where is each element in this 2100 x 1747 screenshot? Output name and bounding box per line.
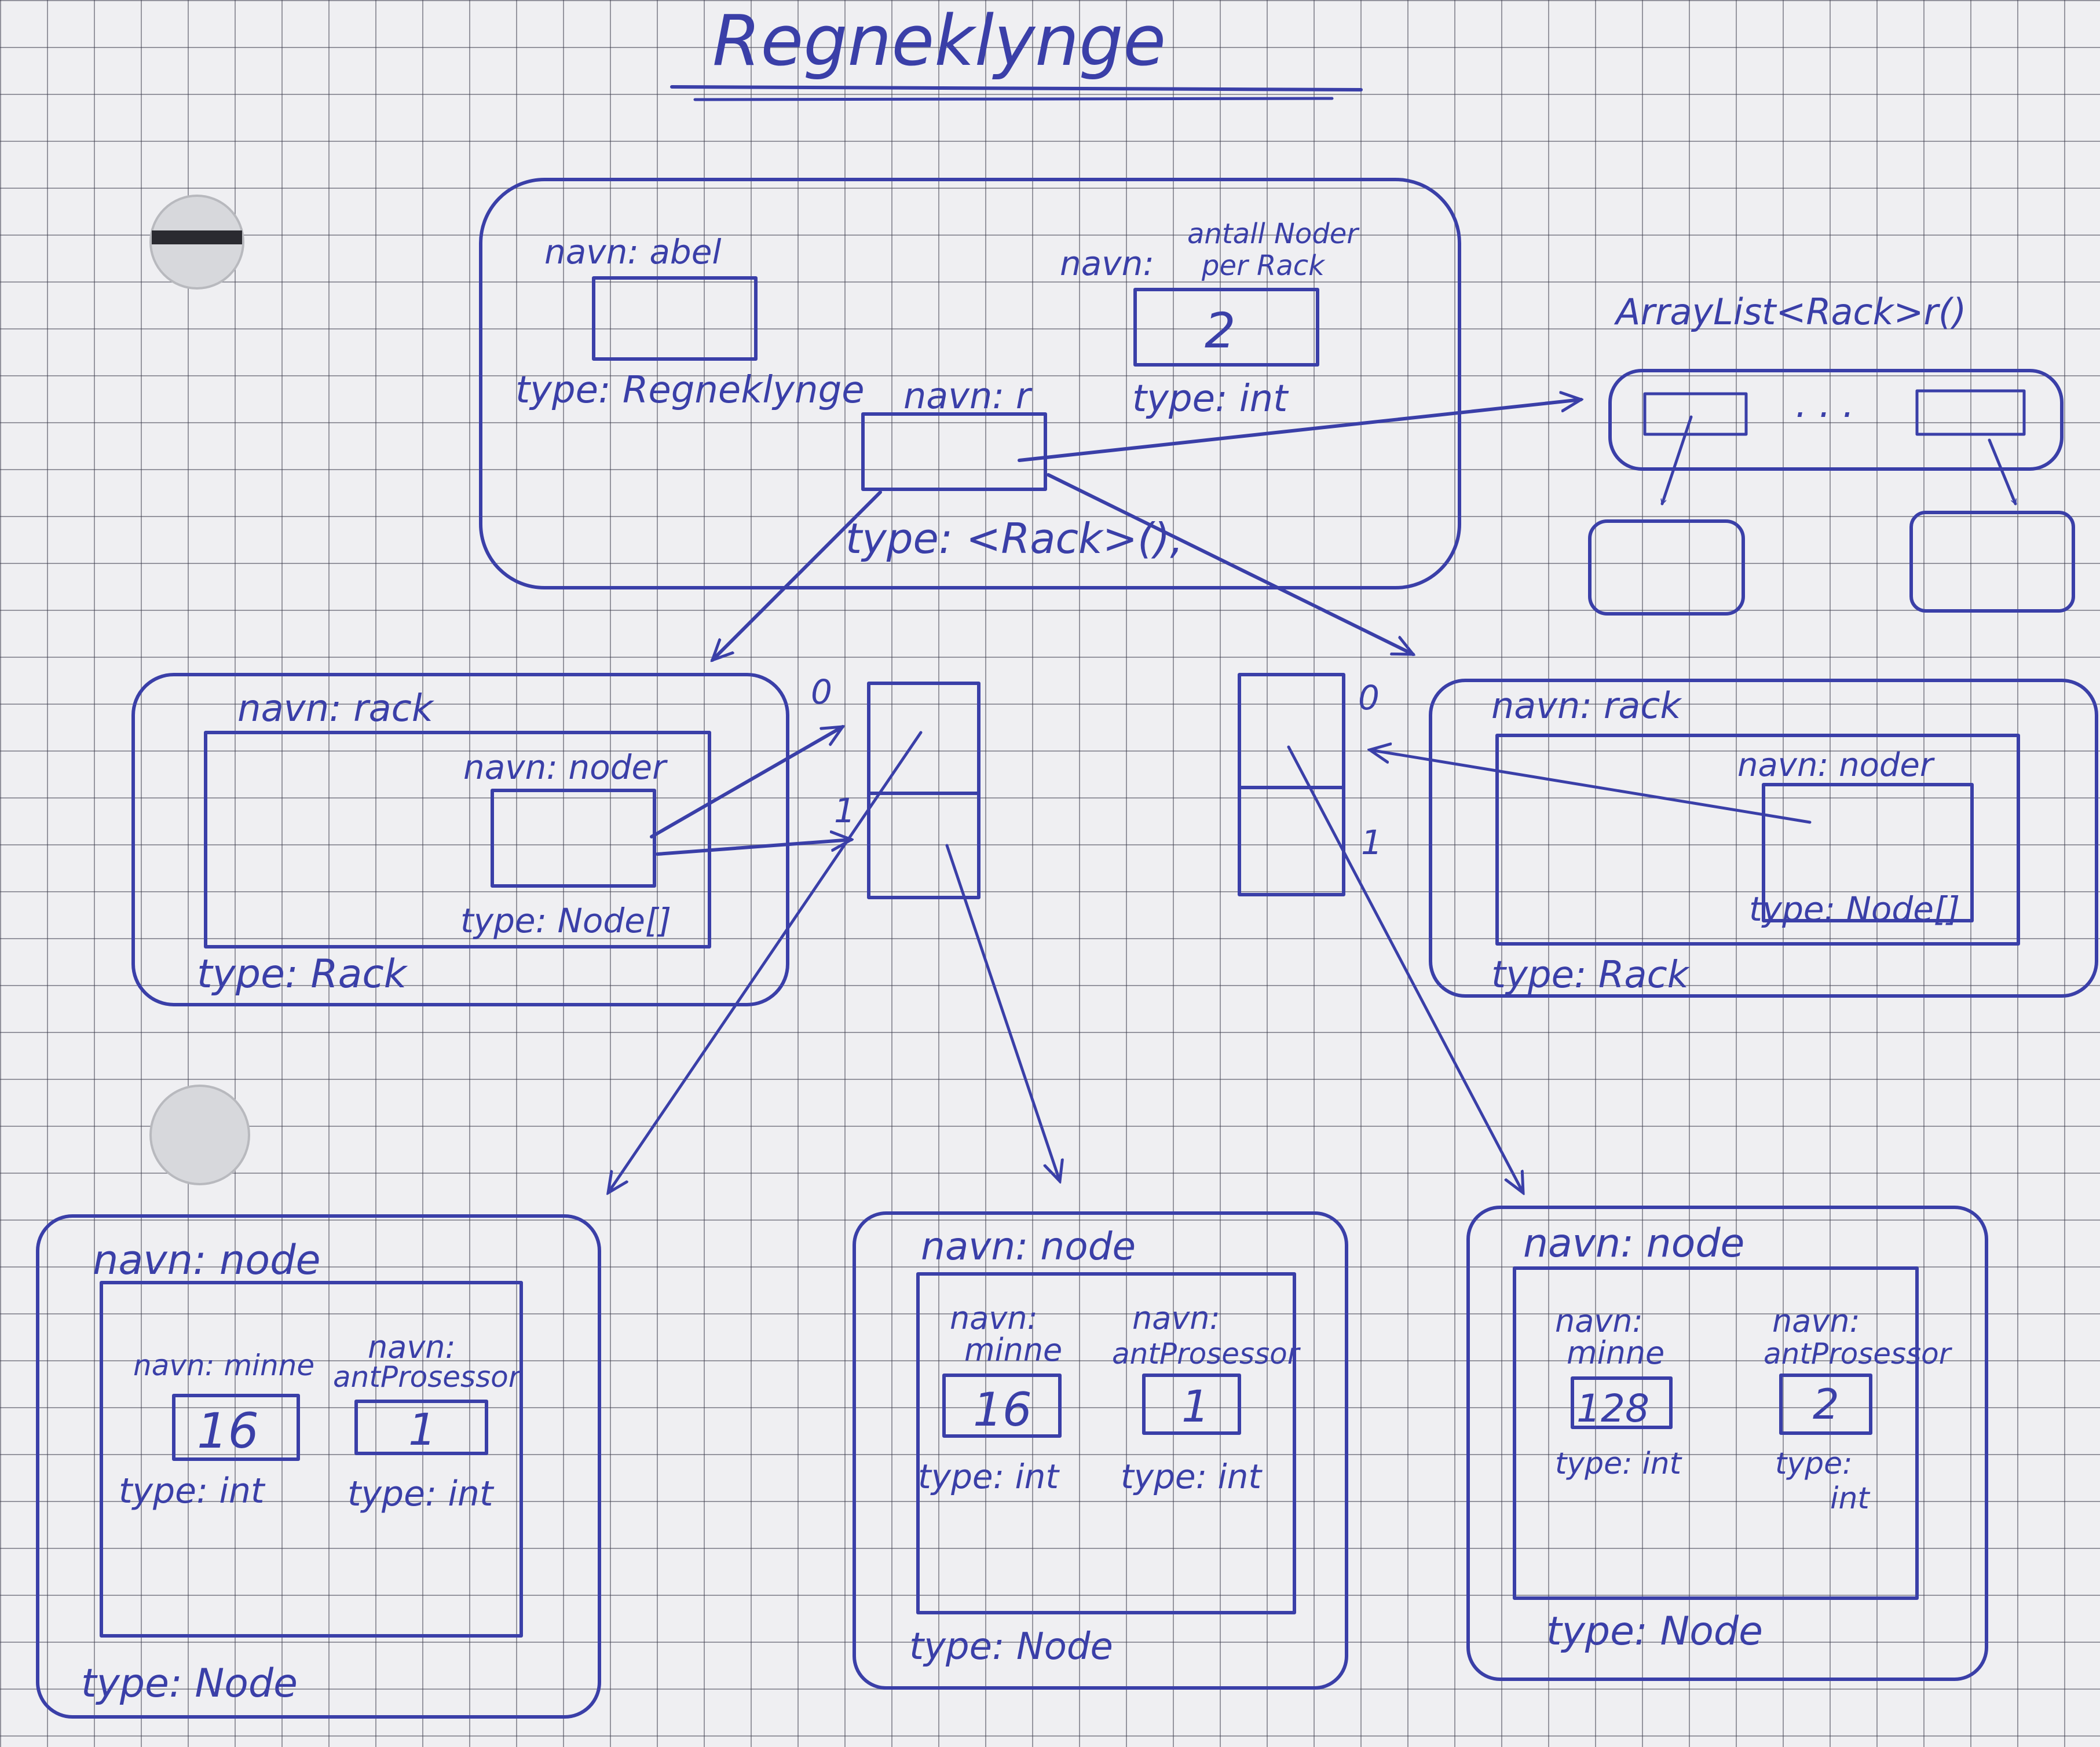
rack-right-noder-box: [1762, 783, 1974, 922]
field-r-type: type: <Rack>(),: [846, 514, 1183, 563]
arraylist-target-right: [1909, 511, 2075, 613]
field-r-box: [861, 412, 1047, 491]
rack-right-type: type: Rack: [1491, 954, 1691, 997]
node-1-prosessor-value: 1: [408, 1404, 436, 1455]
node-1-prosessor-type: type: int: [347, 1474, 495, 1514]
node-3-box: [1466, 1206, 1988, 1681]
rack-left-type: type: Rack: [197, 951, 408, 997]
node-1-name: navn: node: [93, 1236, 321, 1284]
arrow-array-right-to-node-3: [1287, 745, 1523, 1193]
node-2-minne-name-1: navn:: [950, 1300, 1038, 1336]
node-1-prosessor-box: [354, 1400, 488, 1455]
node-3-prosessor-name-2: antProsessor: [1764, 1337, 1953, 1371]
node-2-minne-type: type: int: [918, 1457, 1060, 1496]
field-antall-name-1: antall Noder: [1187, 218, 1360, 250]
arrow-r-to-rack-left: [712, 490, 882, 660]
node-2-inner-box: [916, 1272, 1296, 1614]
arraylist-label: ArrayList<Rack>r(): [1614, 291, 1966, 333]
title-underline-2: [693, 97, 1334, 101]
node-3-minne-name-2: minne: [1567, 1335, 1664, 1371]
node-1-minne-name: navn: minne: [133, 1349, 314, 1382]
node-1-box: [36, 1214, 601, 1719]
node-3-prosessor-type-1: type:: [1775, 1446, 1853, 1481]
node-3-name: navn: node: [1523, 1221, 1744, 1266]
field-antall-name-2: per Rack: [1201, 250, 1326, 282]
arrow-array-left-0-to-node-1: [608, 731, 923, 1193]
binder-hole-middle: [149, 1085, 250, 1185]
rack-right-inner-box: [1495, 734, 2020, 946]
node-3-minne-box: [1571, 1376, 1673, 1429]
node-3-minne-type: type: int: [1555, 1446, 1682, 1481]
rack-left-name: navn: rack: [237, 687, 435, 730]
node-1-prosessor-name-1: navn:: [368, 1329, 456, 1365]
rack-right-noder-name: navn: noder: [1737, 746, 1935, 784]
arrow-array-left-1-to-node-2: [945, 844, 1060, 1181]
rack-left-noder-name: navn: noder: [463, 748, 668, 787]
arraylist-slot-first: [1643, 392, 1748, 436]
arraylist-box: [1608, 369, 2064, 471]
arrow-r-to-arraylist: [1018, 400, 1581, 462]
node-2-minne-box: [942, 1374, 1062, 1438]
node-2-minne-name-2: minne: [964, 1332, 1062, 1368]
rack-right-name: navn: rack: [1491, 684, 1682, 727]
node-1-minne-type: type: int: [119, 1471, 266, 1511]
node-3-prosessor-name-1: navn:: [1772, 1303, 1860, 1339]
node-3-inner-box: [1513, 1266, 1919, 1600]
node-3-type: type: Node: [1546, 1609, 1763, 1654]
node-2-prosessor-type: type: int: [1121, 1457, 1263, 1496]
rack-left-noder-type: type: Node[]: [460, 901, 671, 940]
arrow-arraylist-first: [1662, 415, 1693, 504]
arraylist-target-left: [1588, 519, 1745, 616]
field-antall-name-prefix: navn:: [1060, 244, 1154, 283]
field-abel-box: [592, 276, 758, 361]
field-abel-name: navn: abel: [544, 232, 722, 272]
array-right-box: [1238, 673, 1345, 896]
arrow-arraylist-last: [1988, 438, 2017, 504]
node-2-prosessor-name-1: navn:: [1132, 1300, 1220, 1336]
rack-right-noder-type: type: Node[]: [1749, 889, 1960, 929]
node-1-type: type: Node: [81, 1661, 298, 1706]
node-2-type: type: Node: [909, 1625, 1113, 1668]
node-1-prosessor-name-2: antProsessor: [333, 1360, 522, 1394]
node-2-prosessor-name-2: antProsessor: [1112, 1337, 1301, 1371]
node-2-minne-value: 16: [973, 1383, 1032, 1437]
node-3-prosessor-value: 2: [1813, 1380, 1839, 1429]
diagram-title: Regneklynge: [712, 1, 1166, 82]
field-antall-box: [1133, 288, 1319, 367]
array-left-box: [867, 682, 981, 899]
arraylist-dots: . . .: [1795, 383, 1854, 426]
arrow-noder-left-to-index-0: [650, 725, 843, 838]
rack-left-noder-box: [491, 789, 656, 888]
binder-hole-rod: [152, 230, 242, 244]
rack-right-box: [1429, 679, 2098, 998]
arrow-r-to-rack-right: [1047, 473, 1413, 656]
field-antall-value: 2: [1205, 302, 1235, 359]
array-right-index-0: 0: [1358, 678, 1380, 717]
node-2-prosessor-box: [1142, 1374, 1241, 1435]
field-abel-type: type: Regneklynge: [515, 369, 865, 412]
node-3-minne-name-1: navn:: [1555, 1303, 1643, 1339]
rack-left-inner-box: [204, 731, 711, 948]
arraylist-slot-last: [1915, 389, 2026, 436]
node-2-box: [853, 1211, 1348, 1690]
node-3-prosessor-type-2: int: [1830, 1481, 1870, 1516]
arrow-noder-left-to-index-1: [656, 840, 851, 856]
cluster-object-box: [479, 178, 1461, 589]
node-1-inner-box: [100, 1281, 523, 1638]
node-1-minne-box: [172, 1394, 300, 1461]
node-1-minne-value: 16: [197, 1402, 259, 1459]
node-3-prosessor-box: [1779, 1374, 1872, 1435]
field-antall-type: type: int: [1132, 378, 1289, 420]
title-underline-1: [670, 85, 1363, 91]
node-2-name: navn: node: [921, 1224, 1136, 1269]
array-right-index-1: 1: [1361, 823, 1382, 862]
field-r-name: navn: r: [903, 375, 1033, 417]
array-left-index-1: 1: [834, 791, 855, 830]
arrow-noder-right-to-index-0: [1370, 750, 1812, 824]
node-3-minne-value: 128: [1576, 1386, 1649, 1431]
rack-left-box: [131, 673, 789, 1006]
array-left-index-0: 0: [811, 672, 832, 712]
node-2-prosessor-value: 1: [1181, 1380, 1209, 1432]
